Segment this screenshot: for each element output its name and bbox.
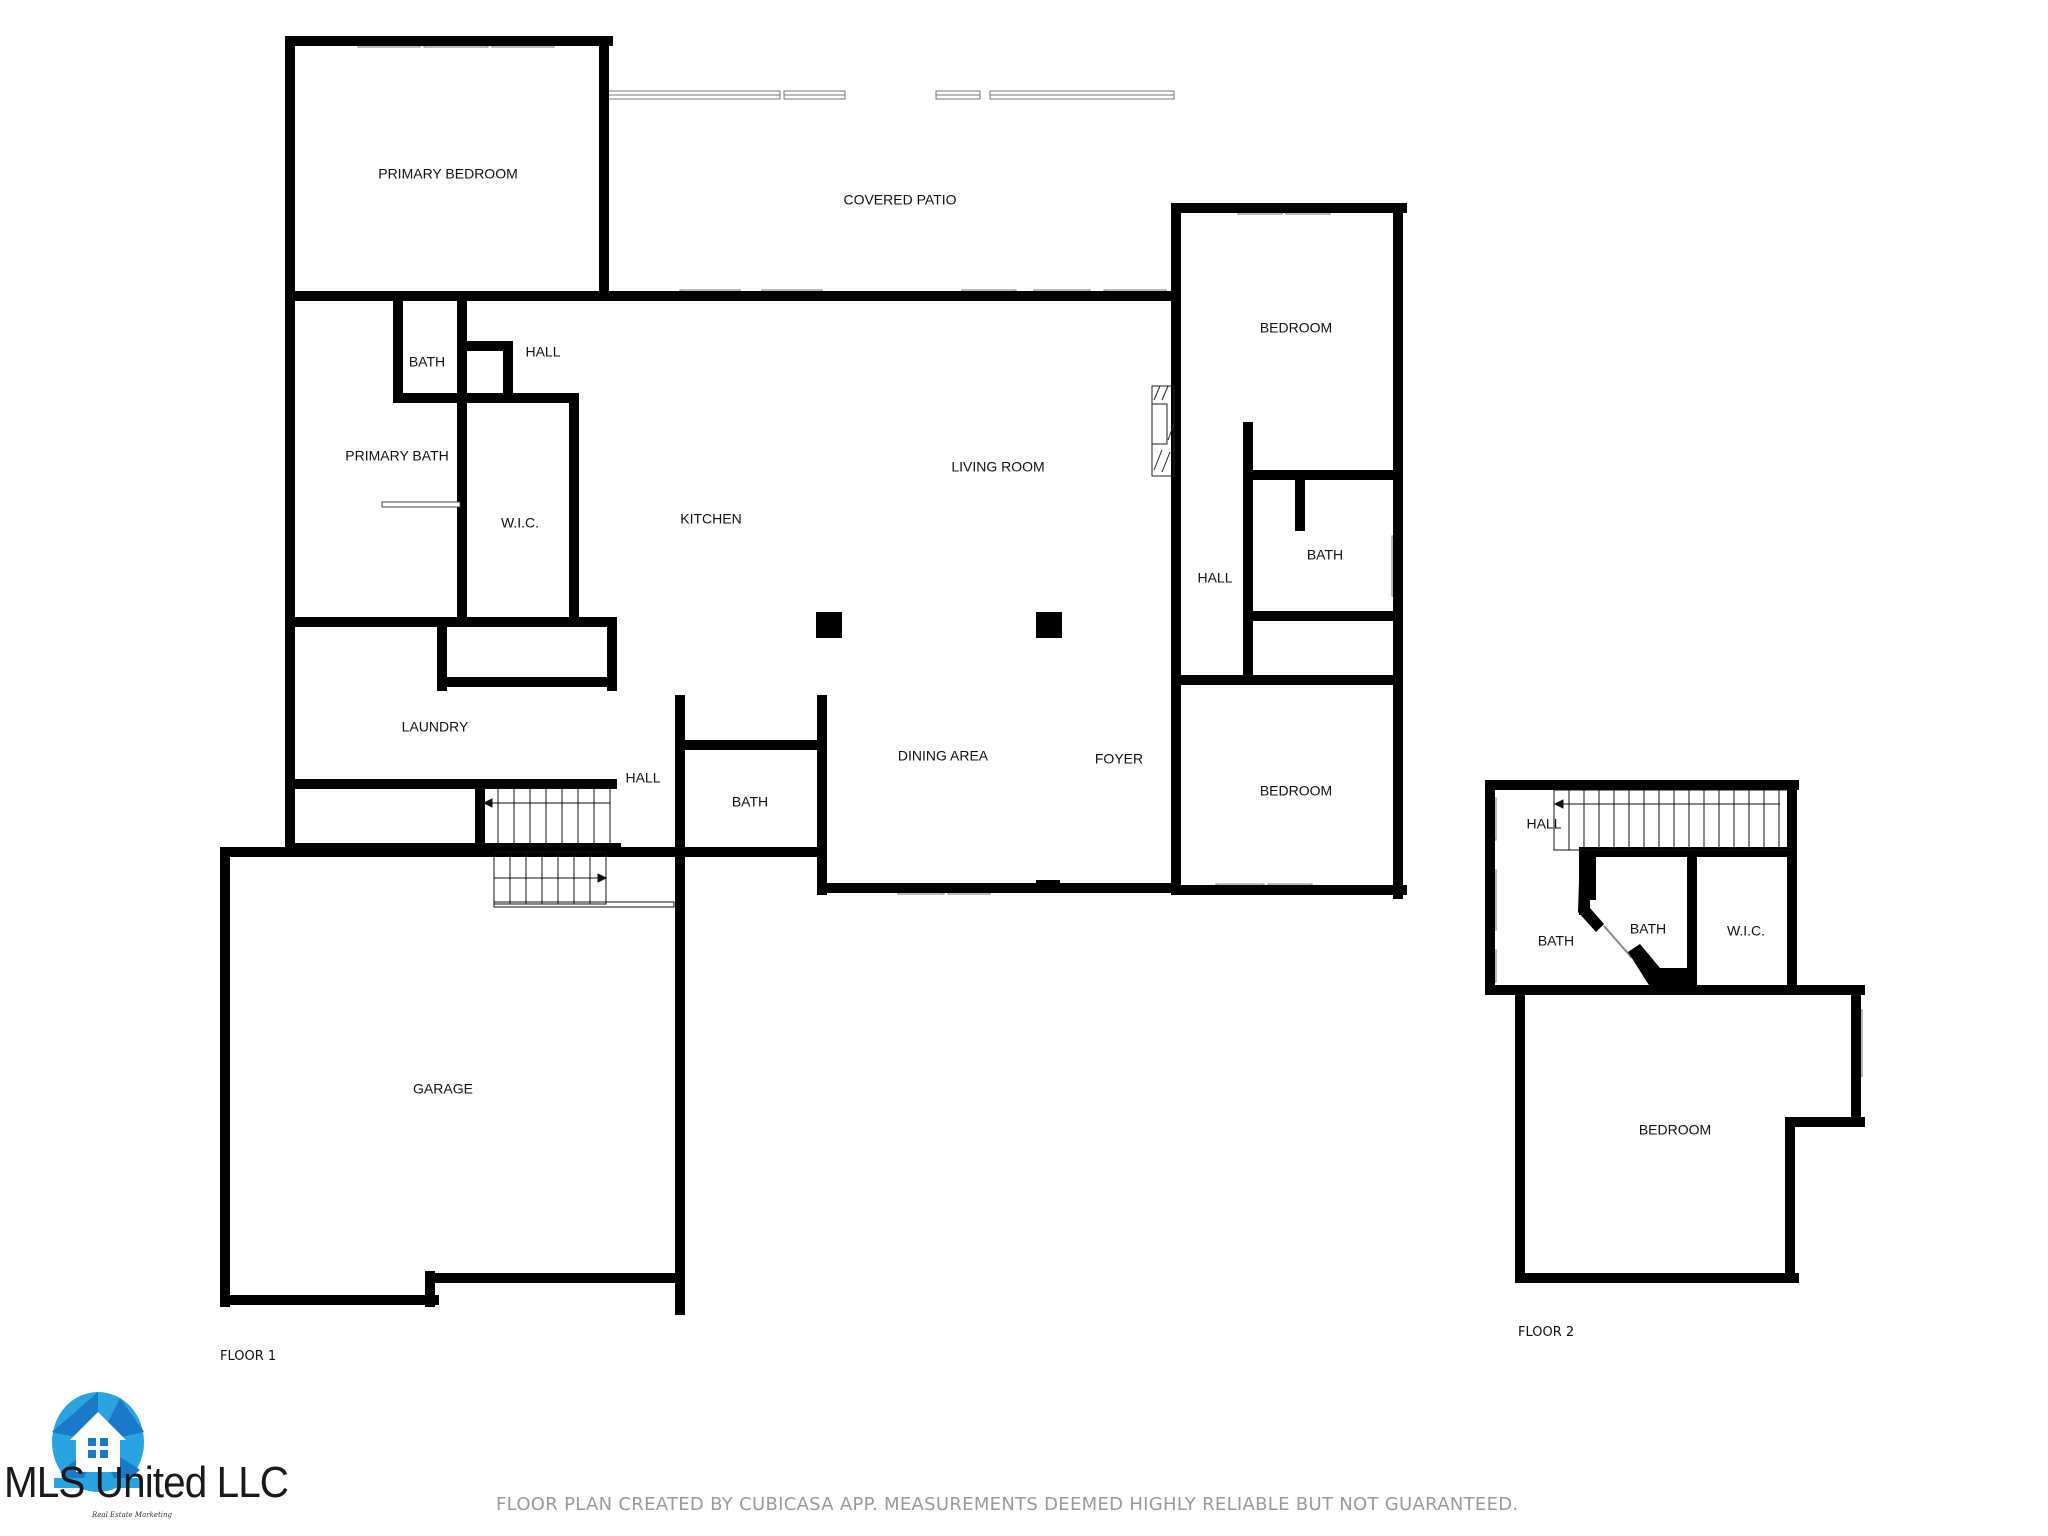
room-label: PRIMARY BEDROOM [378,166,518,182]
brand-name: MLS United LLC [4,1458,289,1507]
room-label: HALL [525,344,560,360]
walls [220,36,1865,1315]
room-label: BATH [1538,933,1574,949]
window [989,90,1175,100]
room-label: BATH [1630,921,1666,937]
entry-column [1036,880,1060,890]
room-label: HALL [1526,816,1561,832]
stairs-floor2 [1553,789,1791,851]
room-label: LAUNDRY [402,719,469,735]
room-label: COVERED PATIO [843,192,956,208]
brand-logo-icon [52,1392,144,1492]
room-label: GARAGE [413,1081,473,1097]
room-label: BATH [409,354,445,370]
room-label: PRIMARY BATH [345,448,448,464]
room-label: KITCHEN [680,511,741,527]
floor-label: FLOOR 2 [1518,1325,1574,1340]
room-label: DINING AREA [898,748,989,764]
room-label: BEDROOM [1639,1122,1711,1138]
room-label: W.I.C. [501,515,539,531]
floor-labels: FLOOR 1 FLOOR 2 [220,1325,1574,1364]
room-label: W.I.C. [1727,923,1765,939]
room-label: BATH [732,794,768,810]
structural-column [1036,612,1062,638]
brand-tagline: Real Estate Marketing [92,1511,173,1519]
fireplace [1151,385,1175,477]
room-label: HALL [625,770,660,786]
room-label: FOYER [1095,751,1143,767]
room-label: BEDROOM [1260,320,1332,336]
window [783,90,846,100]
columns [816,612,1062,638]
window [935,90,981,100]
room-label: BEDROOM [1260,783,1332,799]
room-label: LIVING ROOM [951,459,1044,475]
stairs-floor1-upper [481,787,611,847]
structural-column [816,612,842,638]
floor-label: FLOOR 1 [220,1349,276,1364]
room-label: BATH [1307,547,1343,563]
window [607,90,781,100]
fixtures [381,385,1791,990]
room-label: HALL [1197,570,1232,586]
room-labels: PRIMARY BEDROOM COVERED PATIO BATH HALL PRIM… [345,166,1765,1138]
stairs-floor1-lower [493,851,675,908]
shower-partition [381,501,461,508]
angled-bath-wall [1578,852,1690,990]
disclaimer-footer: FLOOR PLAN CREATED BY CUBICASA APP. MEAS… [496,1494,1519,1515]
